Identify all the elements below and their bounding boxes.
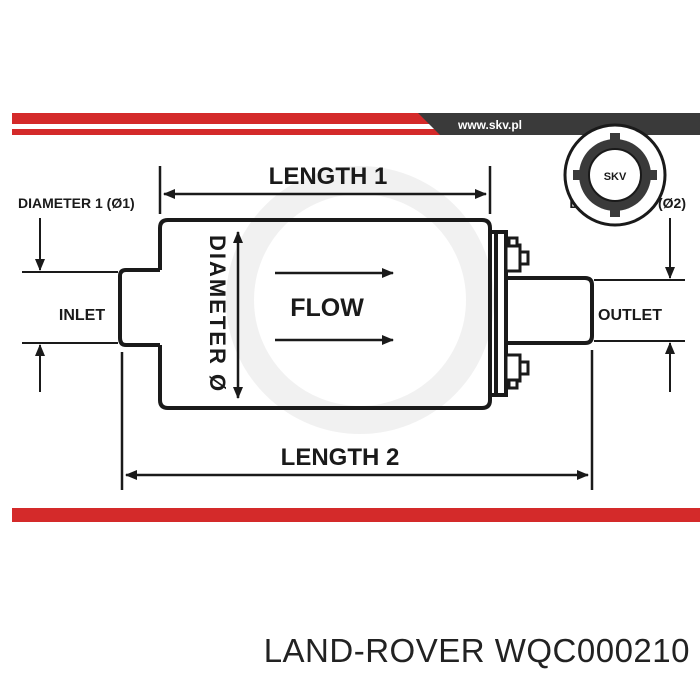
dimension-length-2 <box>120 350 594 490</box>
site-url: www.skv.pl <box>457 118 522 132</box>
skv-logo: SKV <box>563 123 667 227</box>
part-caption: LAND-ROVER WQC000210 <box>263 632 690 669</box>
terminal-bottom <box>504 353 530 390</box>
terminal-top <box>504 236 530 273</box>
flow-label: FLOW <box>290 294 364 322</box>
pump-body <box>118 218 594 410</box>
diameter-label: DIAMETER Ø <box>205 235 230 393</box>
skv-logo-text: SKV <box>604 171 627 183</box>
dimension-diameter-1 <box>22 218 118 392</box>
bottom-banner <box>12 508 700 522</box>
length-2-label: LENGTH 2 <box>281 444 400 471</box>
outlet-label: OUTLET <box>598 307 662 324</box>
dimension-diameter-2 <box>594 218 685 392</box>
inlet-label: INLET <box>59 307 105 324</box>
length-1-label: LENGTH 1 <box>269 163 388 190</box>
dimension-length-1 <box>158 166 492 214</box>
diameter-1-label: DIAMETER 1 (Ø1) <box>18 195 135 211</box>
